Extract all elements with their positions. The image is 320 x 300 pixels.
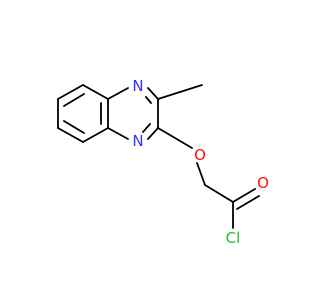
bond-group <box>57 84 260 229</box>
bond <box>196 162 206 186</box>
bond <box>147 87 159 100</box>
bond <box>63 93 85 107</box>
bond <box>236 195 260 210</box>
oxygen-atom-label: O <box>194 146 206 164</box>
bond <box>57 127 84 143</box>
bond <box>204 184 234 203</box>
bond <box>82 127 109 143</box>
bond <box>82 84 109 100</box>
atom-label-group: N N O O Cl <box>132 77 269 247</box>
bond <box>57 84 84 100</box>
bond <box>142 123 151 133</box>
nitrogen-atom-label: N <box>132 77 143 95</box>
molecule-diagram: N N O O Cl <box>57 77 269 247</box>
oxygen-atom-label: O <box>257 174 269 192</box>
nitrogen-atom-label: N <box>132 132 143 150</box>
bond <box>107 87 129 100</box>
bond <box>145 96 152 104</box>
bond <box>157 127 193 149</box>
bond <box>157 84 203 100</box>
bond <box>107 127 129 140</box>
chlorine-atom-label: Cl <box>226 229 241 247</box>
bond <box>147 127 159 140</box>
bond <box>63 120 85 134</box>
bond <box>232 188 256 203</box>
